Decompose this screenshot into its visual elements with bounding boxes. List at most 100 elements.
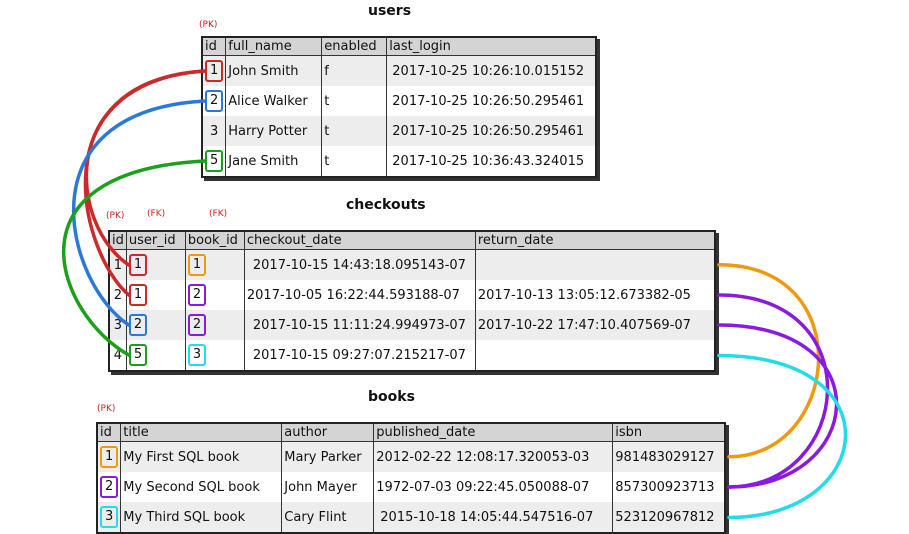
- users-table-title: users: [368, 3, 412, 19]
- checkouts-user-id-cell: 5: [125, 340, 186, 371]
- users-enabled-cell: t: [321, 86, 387, 116]
- books-published-date-cell: 2012-02-22 12:08:17.320053-03: [373, 441, 613, 472]
- table-row: 3 My Third SQL book Cary Flint 2015-10-1…: [97, 502, 725, 533]
- users-last-login-cell: 2017-10-25 10:26:10.015152: [386, 55, 596, 86]
- users-full-name-cell: John Smith: [225, 55, 322, 86]
- books-title-cell: My First SQL book: [120, 441, 282, 472]
- checkouts-table-title: checkouts: [346, 197, 426, 213]
- table-row: 1 My First SQL book Mary Parker 2012-02-…: [97, 441, 725, 472]
- table-row: 1 1 1 2017-10-15 14:43:18.095143-07: [109, 249, 715, 280]
- key-box: 2: [187, 314, 207, 336]
- users-last-login-cell: 2017-10-25 10:26:50.295461: [386, 116, 596, 146]
- checkouts-col-user-id: user_id: [125, 231, 186, 250]
- users-last-login-cell: 2017-10-25 10:36:43.324015: [386, 146, 596, 177]
- users-pk-tag: (PK): [199, 20, 218, 30]
- checkouts-return-date-cell: [474, 340, 715, 371]
- books-id-cell: 1: [97, 441, 121, 472]
- key-box: 2: [128, 314, 148, 336]
- books-author-cell: Cary Flint: [281, 502, 374, 533]
- checkouts-col-checkout-date: checkout_date: [243, 231, 476, 250]
- users-id-cell: 1: [202, 55, 226, 86]
- users-header-row: id full_name enabled last_login: [202, 37, 596, 56]
- table-row: 5 Jane Smith t 2017-10-25 10:36:43.32401…: [202, 146, 596, 177]
- book-link-line: [717, 323, 839, 489]
- checkouts-user-id-cell: 1: [125, 280, 186, 310]
- key-box: 3: [100, 506, 119, 528]
- key-box: 1: [128, 254, 148, 276]
- checkouts-col-id: id: [109, 231, 127, 250]
- books-header-row: id title author published_date isbn: [97, 423, 725, 442]
- checkouts-pk-tag: (PK): [106, 211, 125, 221]
- checkouts-table: id user_id book_id checkout_date return_…: [108, 230, 716, 372]
- checkouts-id-cell: 4: [113, 347, 123, 363]
- checkouts-user-id-cell: 2: [125, 310, 186, 340]
- table-row: 2 Alice Walker t 2017-10-25 10:26:50.295…: [202, 86, 596, 116]
- users-col-enabled: enabled: [321, 37, 387, 56]
- table-row: 2 My Second SQL book John Mayer 1972-07-…: [97, 472, 725, 502]
- key-box: 2: [100, 476, 119, 498]
- books-col-isbn: isbn: [612, 423, 725, 442]
- books-table: id title author published_date isbn 1 My…: [96, 422, 726, 534]
- checkouts-id-cell: 3: [109, 310, 127, 340]
- key-box: 1: [128, 284, 148, 306]
- users-full-name-cell: Harry Potter: [225, 116, 322, 146]
- checkouts-book-id-cell: 1: [184, 249, 245, 280]
- checkouts-book-fk-tag: (FK): [209, 209, 228, 219]
- checkouts-book-id-cell: 3: [184, 340, 245, 371]
- checkouts-col-book-id: book_id: [184, 231, 245, 250]
- book-link-line: [717, 353, 848, 520]
- books-isbn-cell: 981483029127: [612, 441, 725, 472]
- users-id-cell: 2: [202, 86, 226, 116]
- checkouts-checkout-date-cell: 2017-10-15 09:27:07.215217-07: [243, 340, 476, 371]
- key-box: 5: [128, 344, 148, 366]
- key-box: 1: [100, 446, 119, 468]
- books-col-published-date: published_date: [373, 423, 613, 442]
- checkouts-id-cell: 2: [113, 287, 123, 303]
- key-box: 1: [187, 254, 207, 276]
- users-full-name-cell: Jane Smith: [225, 146, 322, 177]
- books-id-cell: 3: [97, 502, 121, 533]
- checkouts-header-row: id user_id book_id checkout_date return_…: [109, 231, 715, 250]
- checkouts-book-id-cell: 2: [184, 310, 245, 340]
- key-box: 2: [187, 284, 207, 306]
- checkouts-user-id-cell: 1: [125, 249, 186, 280]
- table-row: 1 John Smith f 2017-10-25 10:26:10.01515…: [202, 55, 596, 86]
- checkouts-checkout-date-cell: 2017-10-05 16:22:44.593188-07: [243, 280, 476, 310]
- users-last-login-cell: 2017-10-25 10:26:50.295461: [386, 86, 596, 116]
- books-author-cell: John Mayer: [281, 472, 374, 502]
- table-row: 3 2 2 2017-10-15 11:11:24.994973-07 2017…: [109, 310, 715, 340]
- books-pk-tag: (PK): [97, 404, 116, 414]
- books-title-cell: My Third SQL book: [120, 502, 282, 533]
- checkouts-book-id-cell: 2: [184, 280, 245, 310]
- books-col-author: author: [281, 423, 374, 442]
- users-full-name-cell: Alice Walker: [225, 86, 322, 116]
- users-table: id full_name enabled last_login 1 John S…: [201, 36, 597, 178]
- users-col-last-login: last_login: [386, 37, 596, 56]
- books-author-cell: Mary Parker: [281, 441, 374, 472]
- checkouts-checkout-date-cell: 2017-10-15 14:43:18.095143-07: [243, 249, 476, 280]
- table-row: 2 1 2 2017-10-05 16:22:44.593188-07 2017…: [109, 280, 715, 310]
- users-id-cell: 5: [202, 146, 226, 177]
- books-title-cell: My Second SQL book: [120, 472, 282, 502]
- book-link-line: [717, 293, 830, 489]
- users-enabled-cell: t: [321, 146, 387, 177]
- users-col-id: id: [202, 37, 226, 56]
- key-box: 5: [205, 150, 224, 172]
- books-isbn-cell: 523120967812: [612, 502, 725, 533]
- books-published-date-cell: 1972-07-03 09:22:45.050088-07: [373, 472, 613, 502]
- checkouts-user-fk-tag: (FK): [147, 209, 166, 219]
- book-link-line: [717, 263, 821, 459]
- checkouts-return-date-cell: 2017-10-13 13:05:12.673382-05: [474, 280, 715, 310]
- table-row: 3 Harry Potter t 2017-10-25 10:26:50.295…: [202, 116, 596, 146]
- books-table-title: books: [368, 389, 415, 405]
- key-box: 2: [205, 90, 224, 112]
- key-box: 3: [187, 344, 207, 366]
- users-enabled-cell: t: [321, 116, 387, 146]
- users-col-full-name: full_name: [225, 37, 322, 56]
- key-box: 1: [205, 60, 224, 82]
- users-enabled-cell: f: [321, 55, 387, 86]
- books-col-title: title: [120, 423, 282, 442]
- books-isbn-cell: 857300923713: [612, 472, 725, 502]
- checkouts-id-cell: 1: [109, 249, 127, 280]
- users-id-cell: 3: [202, 116, 226, 146]
